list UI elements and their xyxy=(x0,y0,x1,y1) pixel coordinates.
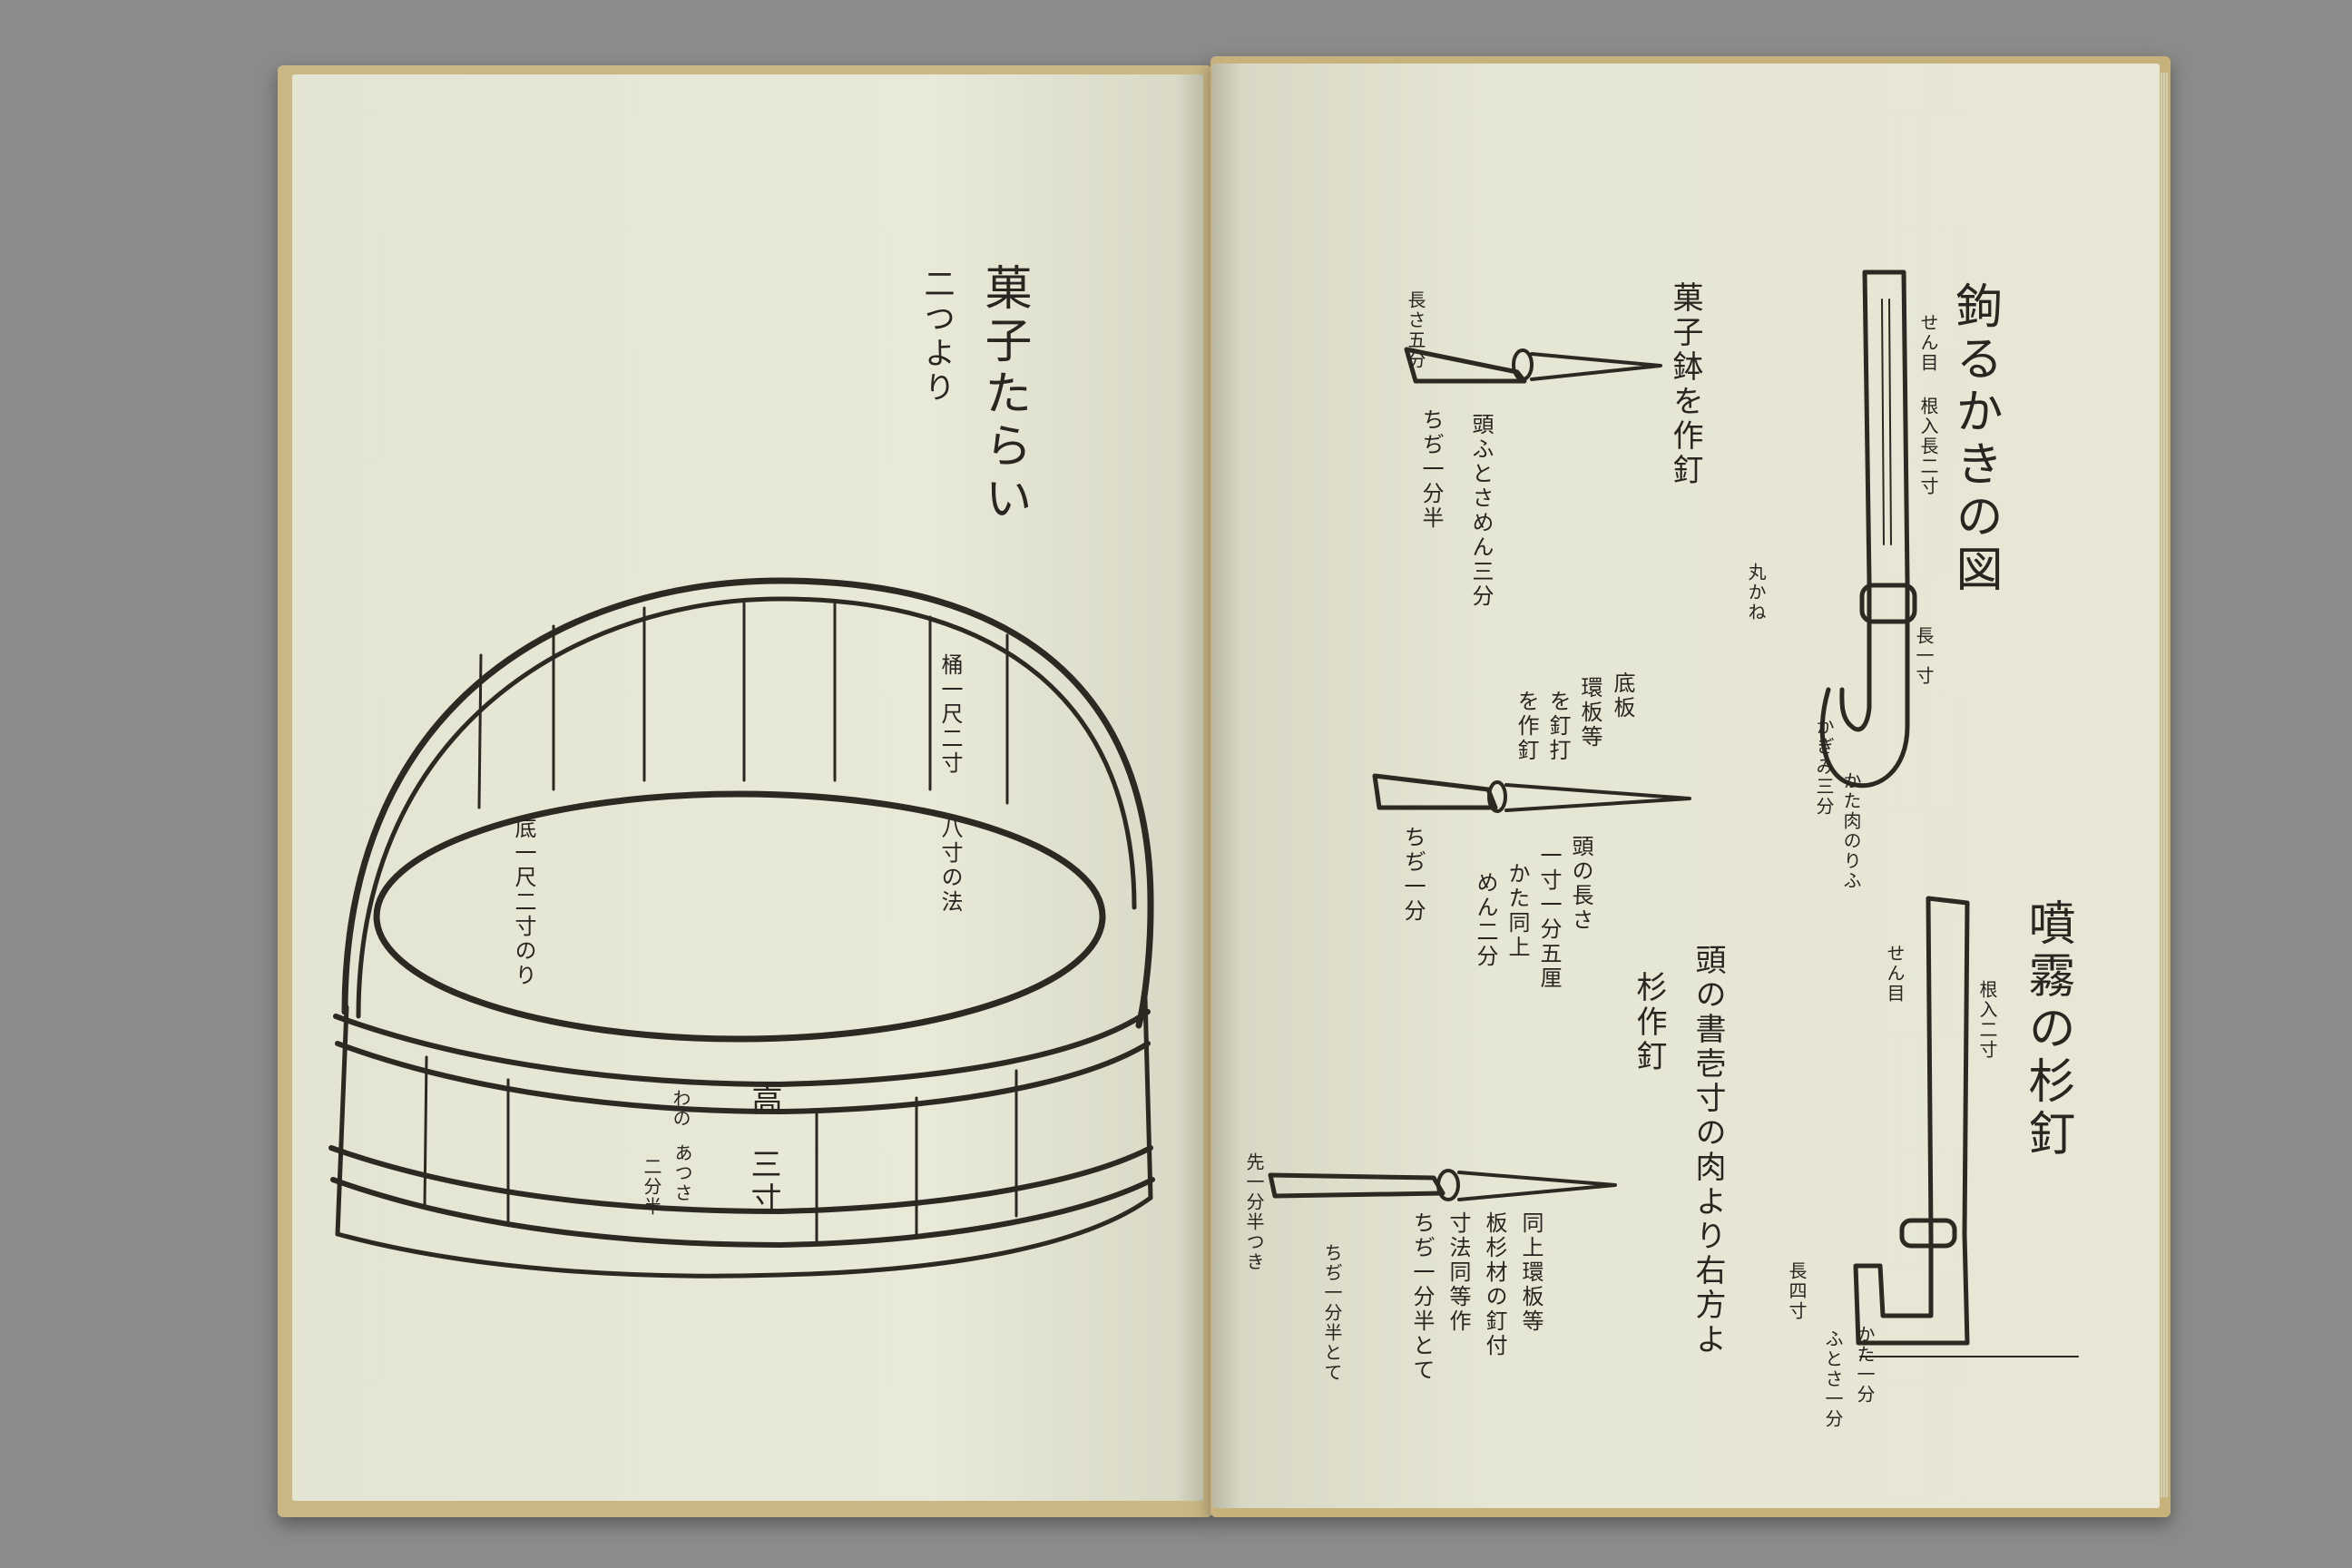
hook-note-4: かた肉のりふ xyxy=(1840,771,1862,891)
tub-thickness-2: 二分半 xyxy=(641,1157,662,1217)
hook-title: 鉤るかきの図 xyxy=(1947,281,2002,597)
nail2-note-h: ちぢ一分 xyxy=(1400,826,1426,924)
hook-shaft-inner xyxy=(1839,270,1872,732)
nail1-ring xyxy=(1512,348,1534,381)
peg-ferrule xyxy=(1899,1218,1957,1249)
nail2-note-f: かた同上 xyxy=(1504,862,1530,960)
peg-note-b: せん目 xyxy=(1884,944,1906,1004)
nail3-note-f: ちぢ一分半とて xyxy=(1409,1211,1435,1383)
tub-bottom xyxy=(335,1195,1153,1279)
nail2-note-a: 環板等 xyxy=(1577,676,1602,750)
nail3-note-e: 寸法同等作 xyxy=(1446,1211,1471,1334)
tub-inner-oval xyxy=(373,790,1106,1043)
left-page xyxy=(292,74,1203,1501)
nail3-note-c: 同上環板等 xyxy=(1518,1211,1544,1334)
nail2-note-e: 一寸一分五厘 xyxy=(1536,844,1562,991)
nail2-title: 底板 xyxy=(1610,671,1635,720)
right-page xyxy=(1212,64,2160,1508)
tub-rim-inner xyxy=(356,596,1137,1019)
tub-band-note: わの xyxy=(670,1089,691,1129)
tub-stave xyxy=(477,653,483,809)
nail3-note-h: 先一分半つき xyxy=(1243,1152,1265,1272)
nail2-note-g: めん二分 xyxy=(1473,871,1498,969)
tub-count: 二つより xyxy=(918,268,955,406)
tub-inner-label: 桶一尺二寸 xyxy=(937,653,963,776)
nail2-note-b: を釘打 xyxy=(1545,690,1571,763)
nail2-ring xyxy=(1487,780,1507,813)
hook-note-2: 長一寸 xyxy=(1913,626,1935,686)
nail2-head xyxy=(1372,773,1498,810)
tub-hoop-lower-b xyxy=(330,1177,1155,1248)
nail2-note-c: を作釘 xyxy=(1514,690,1539,763)
nail3-ring xyxy=(1436,1169,1460,1201)
nail3-head xyxy=(1268,1172,1446,1199)
nail1-tip xyxy=(1530,352,1662,381)
peg-note-a: 根入二寸 xyxy=(1976,980,1998,1060)
hook-note-1: せん目 根入長二寸 xyxy=(1917,313,1939,496)
tub-oval-note: 底一尺二寸のり xyxy=(511,817,536,988)
tub-hoop-lower xyxy=(328,1145,1153,1214)
nail3-note-d: 板杉材の釘付 xyxy=(1482,1211,1507,1358)
hook-shaft xyxy=(1819,270,1910,789)
peg-note-e: ふとさ一分 xyxy=(1822,1329,1844,1429)
nail2-note-d: 頭の長さ xyxy=(1568,835,1593,933)
tub-hoop-upper xyxy=(333,1009,1151,1087)
nail3-note-b: 杉作釘 xyxy=(1631,971,1667,1074)
tub-inner-label-2: 八寸の法 xyxy=(937,817,963,915)
tub-band-mark: 高 xyxy=(746,1084,782,1119)
peg-title: 噴霧の杉釘 xyxy=(2020,898,2074,1161)
peg-outline xyxy=(1853,896,1970,1346)
nail1-note-a: 頭ふとさめん三分 xyxy=(1468,413,1494,609)
tub-hoop-upper-b xyxy=(335,1041,1151,1114)
tub-title: 菓子たらい xyxy=(976,263,1031,526)
nail3-note-g: ちぢ一分半とて xyxy=(1321,1243,1343,1383)
tub-side-right xyxy=(1142,995,1153,1200)
nail1-head xyxy=(1404,347,1527,384)
nail1-top: 長さ五分 xyxy=(1405,290,1426,370)
tub-size-note: 三寸 xyxy=(745,1148,781,1217)
nail3-tip xyxy=(1457,1171,1617,1201)
tub-thickness: あつさ xyxy=(671,1143,693,1203)
hook-line xyxy=(1881,299,1885,545)
tub-stave-low xyxy=(423,1055,428,1209)
peg-note-c: 長四寸 xyxy=(1786,1261,1808,1321)
nail2-tip xyxy=(1504,783,1691,812)
nail1-title: 菓子鉢を作釘 xyxy=(1667,281,1703,488)
hook-ferrule xyxy=(1859,583,1917,624)
nail1-note-b: ちぢ一分半 xyxy=(1418,408,1444,531)
peg-note-d: かた一分 xyxy=(1854,1325,1876,1405)
tub-rim-outer xyxy=(341,577,1154,1029)
hook-line xyxy=(1888,299,1892,545)
hook-note-3: かぎみ三分 xyxy=(1813,717,1835,817)
nail3-title: 頭の書壱寸の肉より右方よ xyxy=(1690,944,1726,1357)
hook-side-note: 丸かね xyxy=(1745,563,1767,622)
